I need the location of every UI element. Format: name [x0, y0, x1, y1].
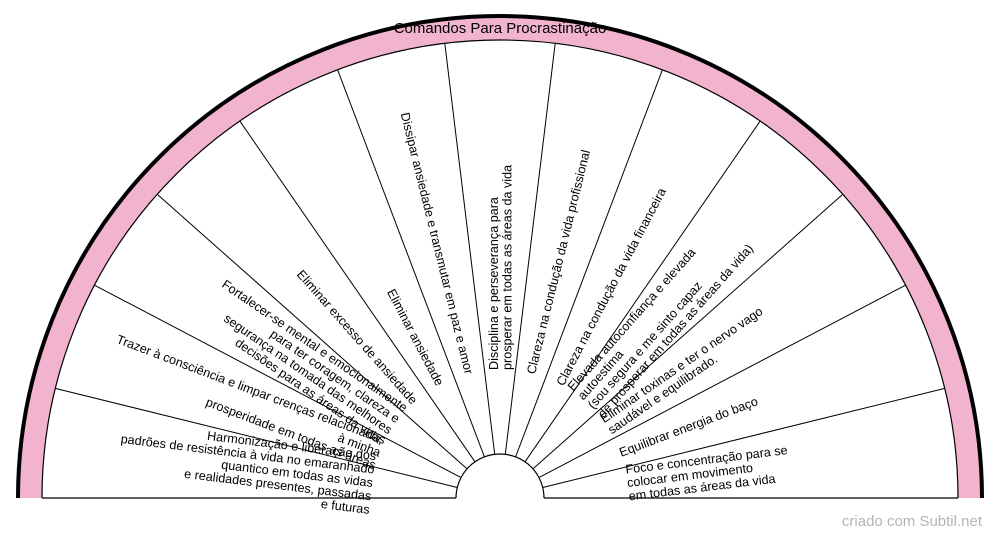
- band-inner-arc: [41, 39, 959, 499]
- divider-line: [532, 193, 844, 470]
- credit-text: criado com Subtil.net: [841, 513, 982, 530]
- divider-line: [524, 120, 761, 463]
- divider-line: [94, 284, 462, 478]
- outer-arc: [16, 14, 984, 499]
- segment-label-line: e futuras: [320, 497, 370, 517]
- divider-line: [515, 69, 663, 458]
- divider-line: [538, 284, 906, 478]
- divider-line: [156, 193, 468, 470]
- divider-line: [444, 43, 496, 455]
- divider-line: [542, 387, 945, 488]
- chart-title: Comandos Para Procrastinação: [394, 20, 607, 37]
- divider-line: [337, 69, 485, 458]
- segment-label-line: Disciplina e perseverança para: [487, 197, 501, 370]
- segment-label-line: prosperar em todas as áreas da vida: [500, 165, 514, 370]
- divider-line: [239, 120, 476, 463]
- divider-line: [504, 43, 556, 455]
- center-hub: [455, 453, 545, 499]
- divider-line: [55, 387, 458, 488]
